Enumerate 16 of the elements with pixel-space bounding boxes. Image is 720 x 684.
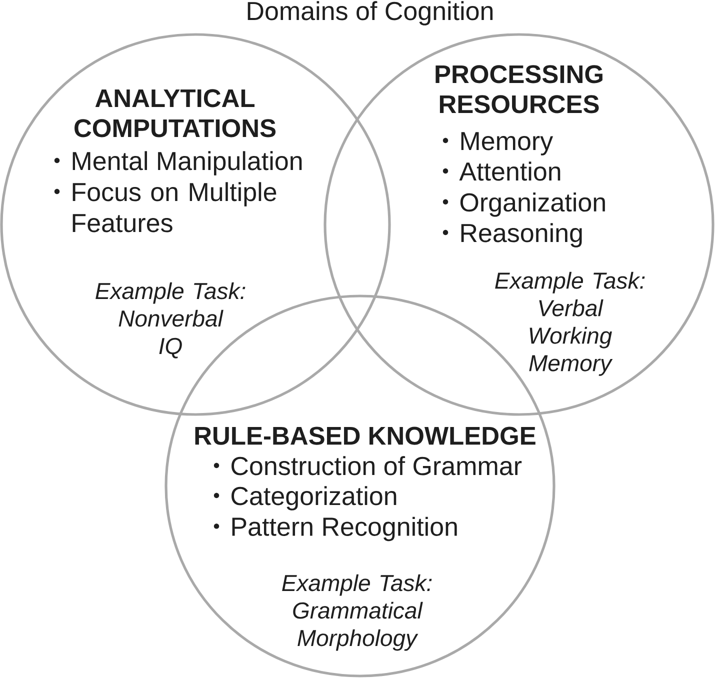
heading: PROCESSING RESOURCES (436, 65, 602, 114)
bullet-item: Mental Manipulation (72, 151, 302, 176)
bullet-item: Pattern Recognition (232, 516, 457, 542)
bullet-item: Construction of Grammar (232, 456, 522, 476)
bullet-item: Focus on Multiple Features (72, 182, 276, 232)
example-task: Example Task: Verbal Working Memory (495, 272, 645, 376)
heading: RULE-BASED KNOWLEDGE (195, 426, 536, 445)
example-task: Example Task: Grammatical Morphology (282, 574, 432, 651)
example-task: Example Task: Nonverbal IQ (96, 282, 246, 358)
bullet-item: Reasoning (461, 223, 582, 248)
title: Domains of Cognition (248, 1, 493, 26)
bullet-item: Organization (460, 192, 605, 217)
bullet-item: Categorization (232, 486, 396, 510)
heading: ANALYTICAL COMPUTATIONS (74, 89, 276, 138)
bullet-item: Memory (461, 132, 554, 156)
bullet-item: Attention (459, 162, 560, 181)
